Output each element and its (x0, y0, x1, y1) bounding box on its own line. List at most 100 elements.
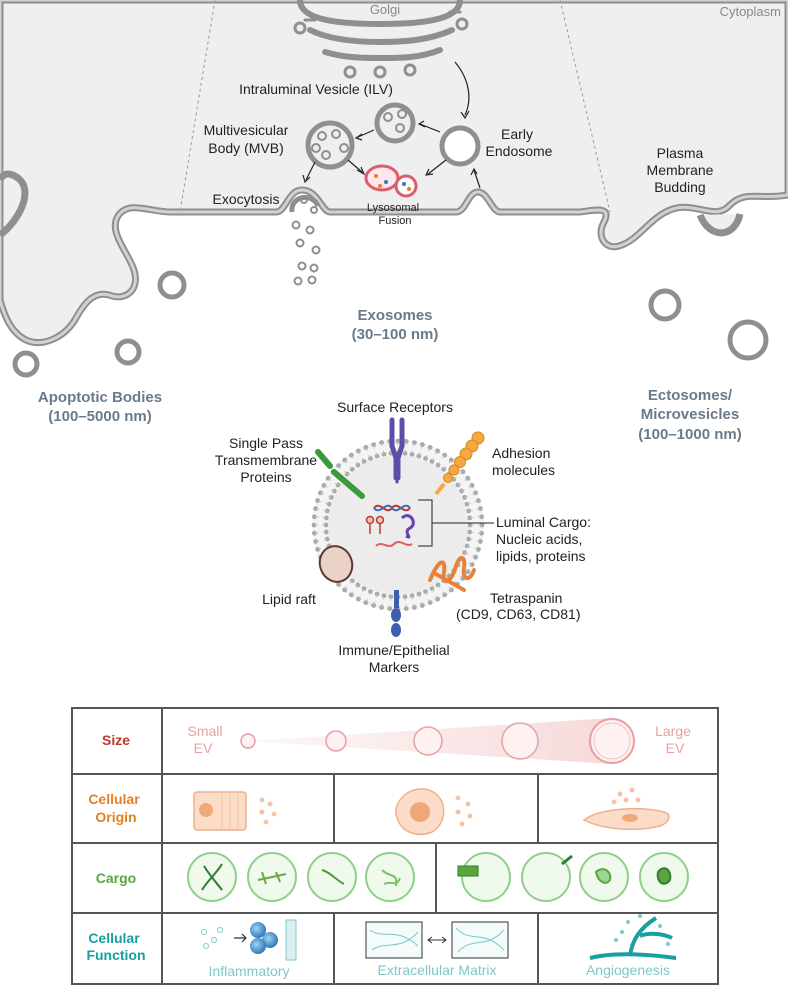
lipid-tail (459, 575, 464, 579)
lipid-tail (443, 465, 447, 470)
lipid-tail (442, 591, 446, 596)
tetraspanin-label-1: Tetraspanin (490, 590, 562, 606)
size-gradient-row (240, 718, 635, 764)
luminal-cargo-icons (365, 499, 494, 547)
lipid-tail (468, 562, 473, 565)
apoptotic-bleb (0, 170, 29, 238)
lipid-tail (349, 580, 353, 585)
lipid-tail (358, 595, 361, 600)
lipid-tail (413, 603, 415, 608)
lipid-head (368, 589, 373, 594)
size-large-label-2: EV (666, 740, 685, 756)
tetraspanin-icon (428, 556, 476, 592)
lipid-tail (373, 601, 376, 606)
mvb-label-1: Multivesicular (204, 122, 289, 138)
lipid-tail (317, 500, 322, 503)
lipid-tail (317, 547, 322, 550)
lipid-tail (327, 477, 332, 481)
lipid-head (479, 514, 484, 520)
angiogenesis-icon (589, 914, 677, 960)
lipid-tail (453, 476, 458, 480)
lipid-tail (355, 461, 359, 466)
lipid-tail (350, 454, 354, 459)
exosomes-label: Exosomes (357, 307, 432, 324)
ectosomes-size: (100–1000 nm) (638, 426, 741, 443)
lipid-tail (428, 598, 431, 603)
lipid-tail (375, 452, 378, 457)
budding-label-1: Plasma (657, 145, 704, 161)
lipid-tail (418, 593, 421, 598)
immune-markers-label-1: Immune/Epithelial (338, 642, 449, 658)
lysosome-fusion-icon (364, 164, 418, 198)
lipid-tail (474, 500, 479, 503)
lipid-tail (368, 591, 371, 596)
lipid-tail (365, 598, 368, 603)
single-pass-protein-icon (315, 449, 365, 499)
single-pass-label-1: Single Pass (229, 435, 303, 451)
lipid-tail (349, 465, 353, 470)
lipid-tail (457, 564, 462, 568)
lipid-tail (425, 591, 428, 596)
exosomes-size: (30–100 nm) (352, 326, 439, 343)
ilv-vesicle (374, 102, 416, 144)
lipid-tail (327, 495, 332, 498)
lipid-head (312, 514, 317, 520)
adhesion-label-2: molecules (492, 462, 555, 478)
lipid-tail (476, 508, 481, 510)
lipid-tail (373, 444, 376, 449)
lipid-tail (381, 603, 383, 608)
lipid-tail (330, 488, 335, 492)
size-large-label-1: Large (655, 723, 691, 739)
row-label-function-2: Function (86, 947, 145, 963)
surface-receptor-icon (389, 417, 405, 484)
lipid-tail (325, 502, 330, 505)
microvesicles-label: Microvesicles (641, 406, 739, 423)
lipid-tail (411, 450, 414, 455)
luminal-cargo-label-1: Luminal Cargo: (496, 514, 591, 530)
lipid-tail (461, 488, 466, 492)
lipid-tail (457, 482, 462, 486)
lipid-tail (315, 508, 320, 510)
tetraspanin-label-2: (CD9, CD63, CD81) (456, 606, 580, 622)
lipid-head (429, 586, 435, 591)
lipid-tail (459, 471, 464, 475)
lipid-tail (474, 547, 479, 550)
function-angiogenesis-label: Angiogenesis (586, 962, 670, 978)
ectosomes-label: Ectosomes/ (648, 387, 733, 404)
lipid-head (409, 593, 415, 599)
lipid-head (416, 591, 422, 597)
lipid-tail (343, 470, 348, 475)
lipid-tail (435, 595, 438, 600)
luminal-cargo-label-2: Nucleic acids, (496, 531, 582, 547)
lipid-tail (464, 477, 469, 481)
exocytosis-pore (289, 195, 321, 214)
immune-marker-icon (391, 590, 401, 637)
budding-label-2: Membrane (647, 162, 714, 178)
lipid-tail (375, 593, 378, 598)
early-endosome (439, 125, 481, 167)
lipid-tail (464, 552, 469, 555)
lipid-tail (382, 595, 385, 600)
lipid-tail (476, 540, 481, 542)
lipid-tail (350, 591, 354, 596)
lipid-tail (355, 584, 359, 589)
lipid-tail (413, 442, 415, 447)
lipid-tail (325, 545, 330, 548)
lipid-tail (368, 454, 371, 459)
ecm-icon (365, 921, 509, 959)
pathway-arrows (302, 61, 481, 189)
inflammatory-icon (201, 919, 297, 961)
lipid-tail (420, 444, 423, 449)
ev-heterogeneity-table (71, 707, 719, 985)
lipid-head (381, 593, 387, 599)
lipid-tail (338, 465, 342, 469)
lipid-tail (361, 457, 365, 462)
lipid-tail (315, 540, 320, 542)
lipid-tail (411, 595, 414, 600)
adhesion-molecule-icon (434, 431, 485, 496)
lipid-tail (468, 485, 473, 488)
lipid-tail (431, 588, 435, 593)
lipid-tail (358, 450, 361, 455)
origin-round-cell (395, 788, 473, 836)
